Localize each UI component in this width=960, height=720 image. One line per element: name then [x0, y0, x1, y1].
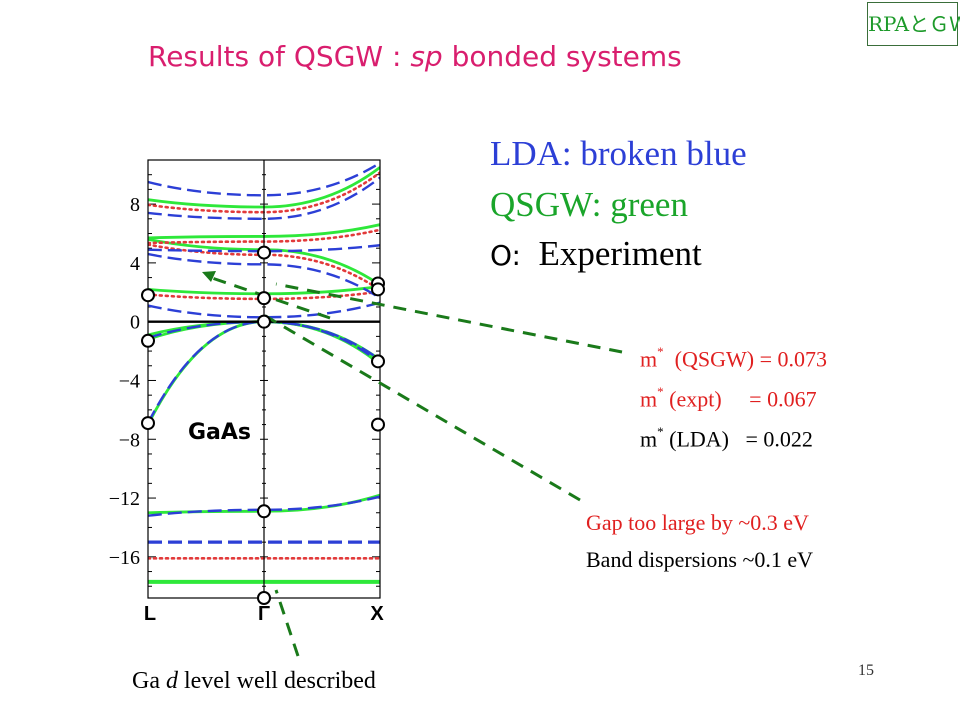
mass-qsgw: m* (QSGW) = 0.073 [640, 344, 827, 372]
x-tick-label: X [370, 603, 384, 625]
experiment-point [141, 416, 155, 431]
pointer-gap-valence [261, 312, 581, 502]
experiment-label: Experiment [538, 234, 702, 273]
experiment-point [141, 288, 155, 303]
legend-experiment: O: Experiment [490, 234, 702, 274]
axis-labels: 8 4 0 −4 −8 −12 −16L Γ X GaAs [109, 194, 385, 625]
experiment-point [257, 591, 271, 605]
y-tick-label: 4 [130, 253, 140, 275]
experiment-point [141, 333, 155, 348]
gap-note: Gap too large by ~0.3 eV [586, 510, 809, 535]
y-tick-label: −4 [119, 370, 140, 392]
lda-band-14 [148, 176, 380, 220]
arrow-head [202, 271, 216, 282]
experiment-point [257, 291, 271, 306]
slide-number: 15 [858, 662, 874, 679]
y-tick-label: 8 [130, 194, 140, 216]
experiment-point [257, 314, 271, 329]
pointer-arrows [202, 271, 623, 657]
title-prefix: Results of QSGW : [148, 40, 411, 73]
y-tick-label: 0 [130, 312, 140, 334]
title-italic: sp [410, 40, 443, 73]
material-label: GaAs [188, 420, 251, 445]
legend-lda: LDA: broken blue [490, 134, 747, 173]
experiment-point [371, 282, 385, 297]
experiment-point [371, 417, 385, 432]
ga-d-note: Ga d level well described [132, 668, 376, 694]
experiment-marker: O: [490, 239, 521, 272]
lda-band-9 [148, 320, 380, 361]
plot-frame [147, 159, 381, 599]
pointer-d-level [274, 589, 300, 657]
lda-band-10 [148, 495, 380, 517]
dispersion-note: Band dispersions ~0.1 eV [586, 547, 813, 572]
experiment-point [257, 504, 271, 519]
lda-band-12 [148, 252, 380, 300]
lda-band-13 [148, 244, 380, 253]
experiment-point [371, 354, 385, 369]
y-tick-label: −16 [109, 547, 140, 569]
title-suffix: bonded systems [442, 40, 682, 73]
corner-tag: RPAとＧＷ法 [867, 2, 960, 46]
y-tick-label: −8 [119, 429, 140, 451]
x-tick-label: L [144, 603, 156, 625]
x-tick-label: Γ [258, 603, 270, 625]
experiment-point [257, 245, 271, 260]
legend-qsgw: QSGW: green [490, 185, 688, 224]
slide-title: Results of QSGW : sp bonded systems [148, 40, 682, 73]
lda-band-11 [148, 301, 380, 319]
experiment-points [141, 245, 385, 605]
mass-lda: m* (LDA) = 0.022 [640, 424, 813, 452]
lda-band-15 [148, 161, 380, 197]
mass-expt: m* (expt) = 0.067 [640, 384, 817, 412]
pointer-mass-conduction [275, 282, 623, 354]
y-tick-label: −12 [109, 488, 140, 510]
